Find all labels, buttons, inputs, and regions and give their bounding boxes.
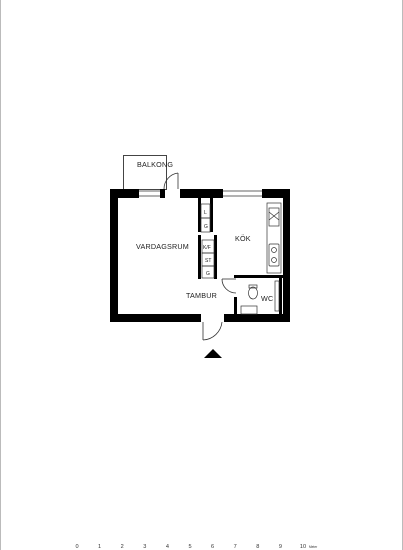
- room-label-balcony: BALKONG: [137, 160, 173, 169]
- wc-fixtures: [240, 280, 280, 315]
- scale-tick-label: 6: [211, 544, 214, 550]
- entrance-door: [202, 321, 223, 341]
- scale-tick-label: 0: [75, 544, 78, 550]
- balcony: [123, 155, 167, 190]
- scale-tick-label: 3: [143, 544, 146, 550]
- exterior-walls: [110, 189, 290, 322]
- balcony-door: [163, 172, 179, 190]
- wardrobe-label: L: [204, 210, 207, 216]
- wc-door: [221, 278, 237, 294]
- scale-tick-label: 8: [256, 544, 259, 550]
- wardrobes: [200, 203, 215, 279]
- room-label-wc: WC: [261, 294, 273, 303]
- scale-tick-label: 9: [279, 544, 282, 550]
- wardrobe-label: K/F: [203, 245, 211, 251]
- scale-tick-label: 5: [188, 544, 191, 550]
- room-label-living: VARDAGSRUM: [136, 242, 189, 251]
- scale-tick-label: 4: [166, 544, 169, 550]
- scale-tick-label: 7: [234, 544, 237, 550]
- entrance-arrow-icon: [204, 349, 222, 358]
- room-label-hall: TAMBUR: [186, 291, 217, 300]
- scale-tick-label: 1: [98, 544, 101, 550]
- interior-walls: [198, 198, 283, 317]
- wardrobe-label: G: [206, 271, 210, 277]
- room-label-kitchen: KÖK: [235, 234, 251, 243]
- scale-unit-label: Meter: [309, 545, 318, 549]
- wardrobe-label: G: [204, 224, 208, 230]
- scale-tick-label: 2: [121, 544, 124, 550]
- kitchen-counter: [266, 202, 282, 274]
- windows: [139, 190, 262, 197]
- wardrobe-label: ST: [205, 258, 211, 264]
- scale-tick-label: 10: [300, 544, 306, 550]
